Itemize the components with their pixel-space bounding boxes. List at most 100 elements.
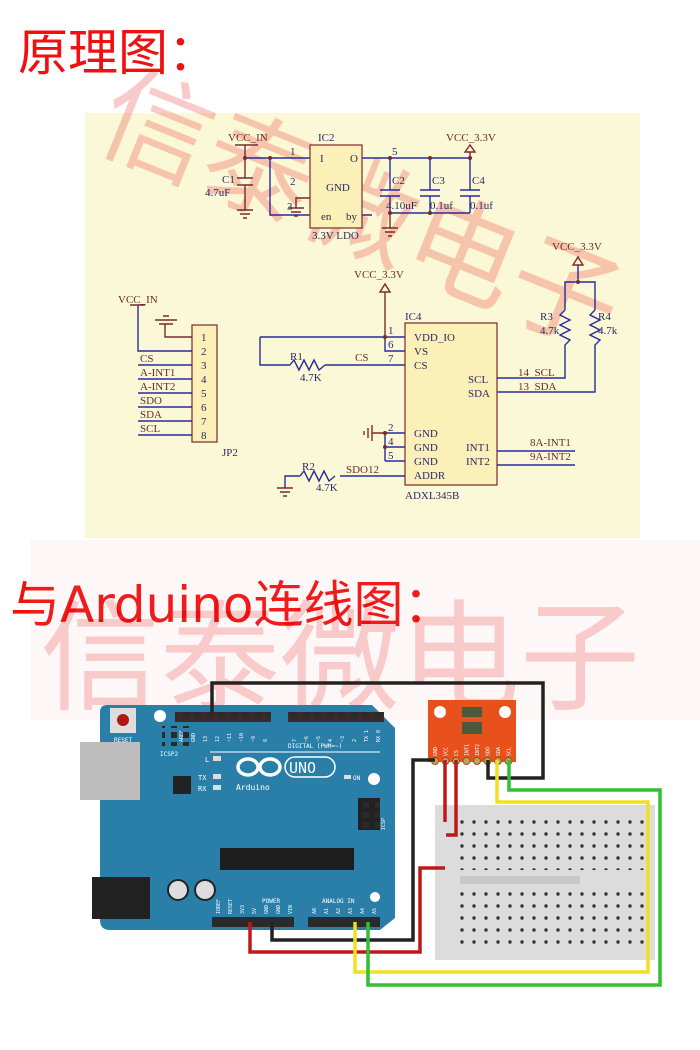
label-c1-value: 4.7uF: [205, 187, 230, 199]
pin-num: 7: [201, 416, 207, 428]
pin-num: 6: [388, 339, 394, 351]
power-pin-label: IOREF: [216, 899, 222, 914]
label-r2-value: 4.7K: [316, 482, 338, 494]
net-label: 14 SCL: [518, 367, 555, 379]
label-tx-led: TX: [198, 774, 207, 782]
net-label: A-INT1: [140, 367, 175, 379]
sensor-pin-label: VCC: [444, 747, 450, 756]
net-label: 8A-INT1: [530, 437, 571, 449]
pin-name: SCL: [468, 374, 488, 386]
digital-pin-label: 8: [263, 739, 269, 742]
wire-yellow-sda: [353, 760, 650, 974]
pin-by: by: [346, 211, 358, 223]
label-l-led: L: [205, 756, 209, 764]
analog-header: [308, 917, 380, 927]
label-uno: UNO: [289, 759, 316, 777]
label-arduino: Arduino: [236, 783, 270, 792]
label-r4: R4: [598, 311, 611, 323]
jp2-box: [191, 324, 218, 443]
power-pin-label: 3V3: [240, 905, 246, 914]
label-c4: C4: [472, 175, 485, 187]
pin-gnd: GND: [326, 182, 350, 194]
pin-num: 5: [388, 450, 394, 462]
label-ic4-part: ADXL345B: [405, 490, 459, 502]
analog-pin-label: A0: [312, 908, 318, 914]
pin-en: en: [321, 211, 332, 223]
sensor-pin: [462, 757, 471, 765]
pin-i: I: [320, 153, 324, 165]
net-label: SDA: [140, 409, 162, 421]
analog-pin-label: A5: [372, 908, 378, 914]
label-r3: R3: [540, 311, 553, 323]
label-power: POWER: [262, 898, 280, 905]
sensor-pin-label: INT2: [475, 744, 481, 756]
digital-pin-label: ~10: [239, 733, 245, 742]
usb-port: [80, 742, 140, 800]
jp2-connector: VCC_IN 1 2 3 4 5 6 7 8 CS A-INT1 A-INT2 …: [118, 294, 238, 459]
schematic: VCC_IN IC2 I O GND en by 3.3V LDO 1 2 3 …: [118, 132, 618, 502]
pin-num: 5: [392, 146, 398, 158]
label-rx-led: RX: [198, 785, 207, 793]
label-r4-value: 4.7k: [598, 325, 618, 337]
sensor-pin-label: GND: [433, 747, 439, 756]
wire-green-scl: [366, 760, 662, 987]
label-jp2: JP2: [222, 447, 238, 459]
analog-pin-label: A4: [360, 908, 366, 914]
label-vcc33: VCC_3.3V: [446, 132, 496, 144]
digital-pin-label: GND: [191, 733, 197, 742]
power-header: [212, 917, 294, 927]
label-c1: C1: [222, 174, 235, 186]
sensor-pin-label: SDO: [486, 747, 492, 756]
schematic-title: 原理图：: [18, 24, 218, 82]
wire-red-3v3: [248, 866, 445, 954]
microcontroller-chip: [220, 848, 354, 870]
label-digital: DIGITAL (PWM=~): [288, 743, 342, 750]
pin-o: O: [350, 153, 358, 165]
digital-pin-label: ~3: [340, 736, 346, 742]
wiring-title: 与Arduino连线图：: [10, 576, 454, 634]
arduino-logo: [236, 757, 282, 777]
power-pin-label: GND: [276, 905, 282, 914]
reset-button-cap[interactable]: [117, 714, 129, 726]
digital-pin-label: 2: [352, 739, 358, 742]
pin-num: 7: [388, 353, 394, 365]
label-r1-value: 4.7K: [300, 372, 322, 384]
pin-num: 1: [290, 146, 296, 158]
pin-num: 4: [388, 436, 394, 448]
analog-pin-label: A1: [324, 908, 330, 914]
sensor-pin-label: INT1: [465, 744, 471, 756]
label-vcc33: VCC_3.3V: [552, 241, 602, 253]
label-on-led: ON: [353, 775, 361, 782]
sensor-pin-label: CS: [454, 750, 460, 756]
wire-black-gnd-sdo: [210, 681, 545, 780]
label-ic4: IC4: [405, 311, 422, 323]
wires: [210, 681, 662, 987]
digital-pin-label: AREF: [179, 730, 185, 742]
net-label: SDO: [140, 395, 162, 407]
pin-num: 2: [290, 176, 296, 188]
pin-name: GND: [414, 456, 438, 468]
power-jack: [92, 877, 150, 919]
pin-name: SDA: [468, 388, 490, 400]
label-r2: R2: [302, 461, 315, 473]
power-pin-label: 5V: [252, 908, 258, 914]
digital-pin-label: 7: [292, 739, 298, 742]
wire-red-cs: [446, 760, 458, 837]
icsp2-header: [162, 726, 192, 746]
pin-name: VDD_IO: [414, 332, 455, 344]
pin-num: 5: [201, 388, 207, 400]
pin-num: 2: [201, 346, 207, 358]
ic4-accelerometer: VCC_3.3V VCC_3.3V IC4 ADXL345B VDD_IO VS…: [259, 241, 618, 502]
power-pin-label: VIN: [288, 905, 294, 914]
pin-num: 6: [201, 402, 207, 414]
digital-pin-label: 13: [203, 736, 209, 742]
label-r1: R1: [290, 351, 303, 363]
ic2-box: [309, 144, 363, 229]
label-analog-in: ANALOG IN: [322, 898, 355, 905]
pin-num: 1: [201, 332, 207, 344]
net-label: CS: [140, 353, 153, 365]
pin-num: 3: [287, 201, 293, 213]
digital-pin-label: 12: [215, 736, 221, 742]
